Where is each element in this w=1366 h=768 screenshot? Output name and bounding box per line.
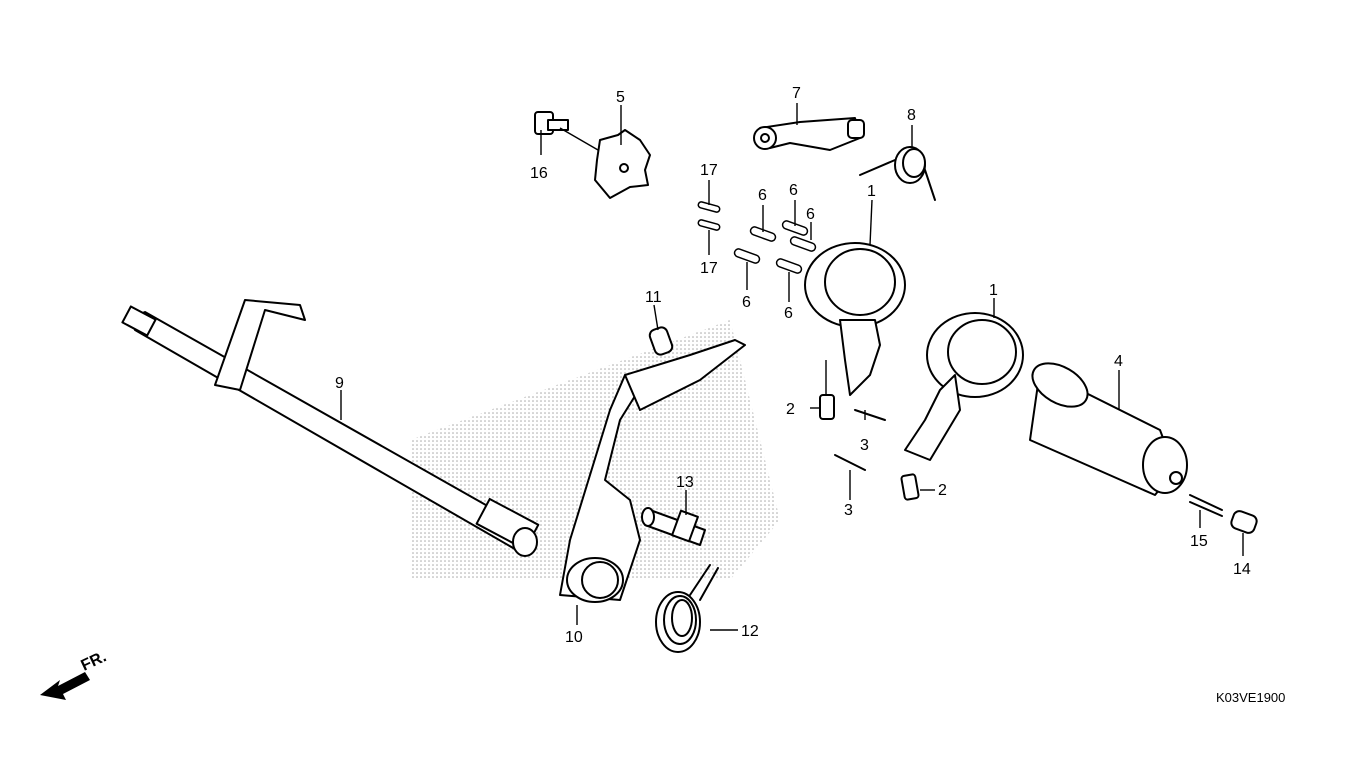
callout-1a: 1 bbox=[867, 183, 876, 200]
part-12-return-spring bbox=[655, 564, 719, 653]
leader-lines bbox=[340, 103, 1244, 631]
part-11-pin bbox=[648, 326, 674, 356]
callout-14: 14 bbox=[1233, 561, 1251, 578]
callout-17b: 17 bbox=[700, 260, 718, 277]
part-4-shift-drum bbox=[1029, 362, 1188, 496]
callout-13: 13 bbox=[676, 474, 694, 491]
part-7-stopper-arm bbox=[753, 117, 865, 151]
front-indicator-label: FR. bbox=[79, 648, 110, 674]
callout-4: 4 bbox=[1114, 353, 1123, 370]
callout-6a: 6 bbox=[758, 187, 767, 204]
callout-labels: 5 16 7 8 17 17 6 6 6 6 6 1 1 4 11 9 2 2 … bbox=[335, 85, 1251, 646]
callout-6c: 6 bbox=[806, 206, 815, 223]
callout-15: 15 bbox=[1190, 533, 1208, 550]
part-1-shift-fork-a bbox=[804, 242, 906, 396]
part-16-bolt bbox=[534, 111, 569, 135]
callout-3a: 3 bbox=[860, 437, 869, 454]
callout-5: 5 bbox=[616, 89, 625, 106]
callout-3b: 3 bbox=[844, 502, 853, 519]
callout-2b: 2 bbox=[938, 482, 947, 499]
part-9-gearshift-spindle bbox=[121, 299, 540, 557]
part-3-clips bbox=[834, 409, 886, 471]
callout-6d: 6 bbox=[742, 294, 751, 311]
part-1-shift-fork-b bbox=[904, 312, 1024, 461]
part-5-stopper-plate bbox=[594, 129, 651, 199]
part-15-spring bbox=[1189, 494, 1223, 517]
callout-2a: 2 bbox=[786, 401, 795, 418]
part-6-pins bbox=[733, 220, 817, 274]
front-direction-arrow: FR. bbox=[40, 648, 109, 700]
part-13-bolt bbox=[641, 507, 706, 546]
callout-16: 16 bbox=[530, 165, 548, 182]
callout-1b: 1 bbox=[989, 282, 998, 299]
callout-8: 8 bbox=[907, 107, 916, 124]
callout-9: 9 bbox=[335, 375, 344, 392]
diagram-code: K03VE1900 bbox=[1216, 690, 1285, 705]
part-17-pins bbox=[697, 201, 721, 231]
callout-6e: 6 bbox=[784, 305, 793, 322]
callout-17a: 17 bbox=[700, 162, 718, 179]
part-14-cap bbox=[1230, 510, 1258, 534]
callout-6b: 6 bbox=[789, 182, 798, 199]
callout-7: 7 bbox=[792, 85, 801, 102]
part-8-spring bbox=[859, 146, 936, 201]
part-10-gearshift-arm bbox=[559, 339, 746, 603]
callout-12: 12 bbox=[741, 623, 759, 640]
callout-10: 10 bbox=[565, 629, 583, 646]
part-2-guide-pins bbox=[819, 394, 920, 501]
callout-11: 11 bbox=[645, 289, 662, 306]
